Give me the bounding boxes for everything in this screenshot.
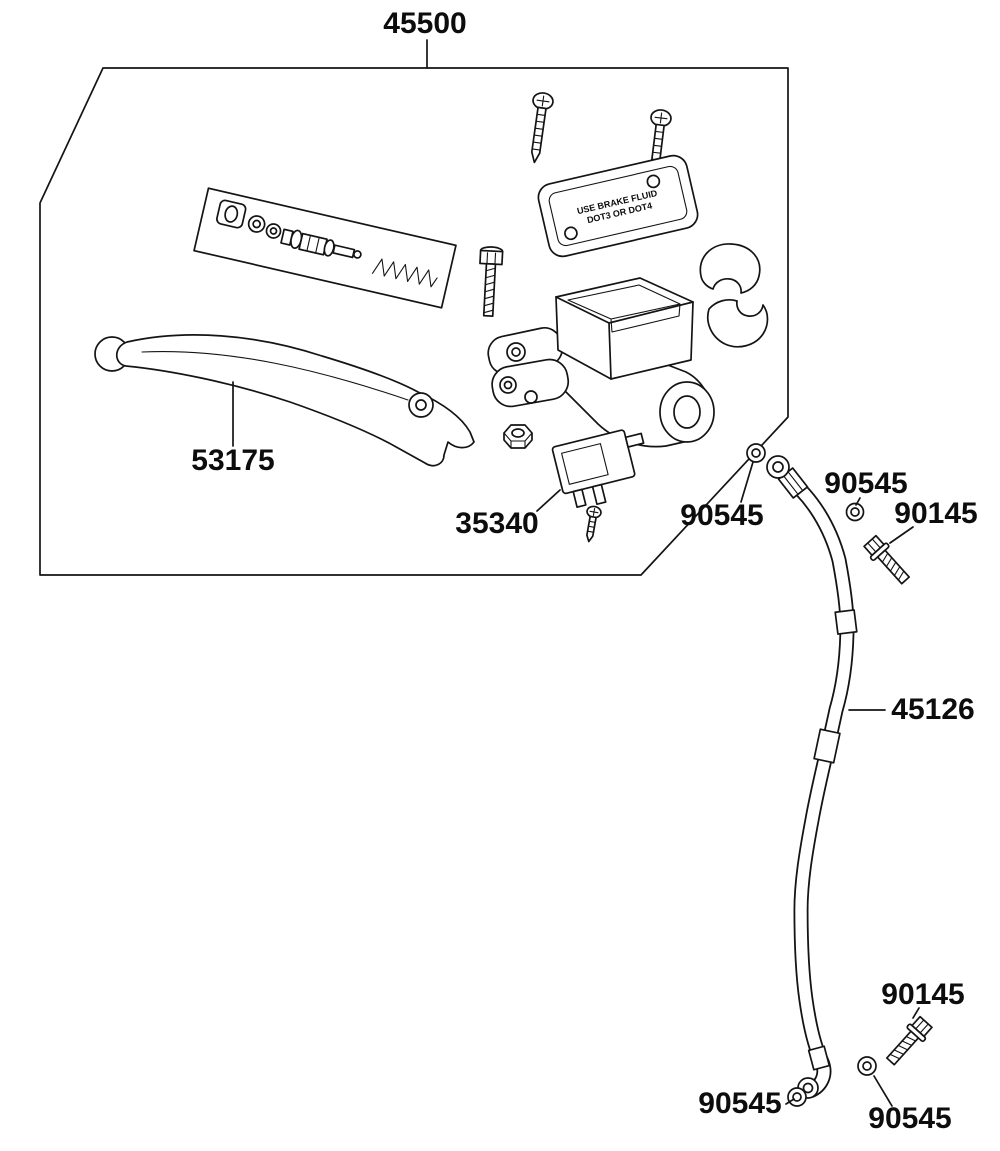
label-53175-lever: 53175 [191,444,274,477]
pivot-nut [503,424,533,449]
sealing-washer-lower-left [787,1087,807,1107]
leader-90545-lower-left [785,1098,795,1105]
leader-90545-upper-left [740,461,754,503]
switch-screw [586,505,602,543]
leader-35340 [536,489,561,512]
handlebar-clamp [699,243,769,348]
sealing-washer-lower-right [857,1056,877,1076]
leader-90545-lower-right [873,1075,893,1107]
brake-light-switch [551,429,645,508]
assembly-boundary [39,67,789,576]
banjo-bolt-upper [863,534,911,585]
master-cylinder-body [487,277,715,448]
label-90545-upper-left: 90545 [680,499,763,532]
brake-hose [766,455,858,1099]
label-35340-switch: 35340 [455,507,538,540]
cover-screw-left [530,92,554,164]
label-90545-lower-right: 90545 [868,1102,951,1135]
label-90145-lower: 90145 [881,978,964,1011]
mounting-bolt [479,246,504,318]
brake-lever [94,334,475,467]
label-90545-lower-left: 90545 [698,1087,781,1120]
label-45126-hose: 45126 [891,693,974,726]
label-45500-assembly: 45500 [383,7,466,40]
leader-90145-upper [889,526,914,544]
sealing-washer-upper-right [845,502,865,522]
label-90145-upper: 90145 [894,497,977,530]
banjo-bolt-lower [885,1015,933,1066]
reservoir-cap: USE BRAKE FLUID DOT3 OR DOT4 [537,154,699,258]
leader-90545-upper-right [855,497,861,506]
label-90545-upper-right: 90545 [824,467,907,500]
piston-repair-kit [193,187,457,309]
sealing-washer-upper-left [746,443,766,463]
leader-90145-lower [912,1007,920,1019]
